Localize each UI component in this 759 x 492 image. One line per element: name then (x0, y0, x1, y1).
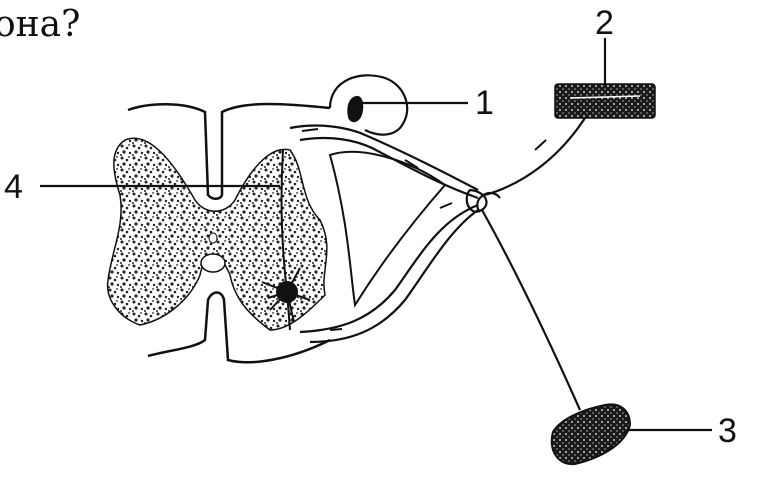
central-canal-dot (208, 232, 218, 244)
nerve-roots (289, 74, 591, 411)
interneuron-path (280, 149, 291, 331)
effector-muscle (550, 403, 632, 466)
central-canal (200, 253, 226, 273)
impulse-arrows (301, 128, 547, 331)
question-text: она? (0, 4, 80, 45)
grey-matter (106, 137, 328, 331)
label-4: 4 (4, 168, 23, 206)
label-3: 3 (718, 412, 737, 450)
label-2: 2 (595, 4, 614, 42)
leader-lines (40, 38, 712, 432)
label-1: 1 (475, 84, 494, 122)
sensory-neuron-body (347, 96, 364, 123)
receptor-skin-block (554, 83, 656, 119)
spinal-cord-outline (127, 102, 331, 364)
